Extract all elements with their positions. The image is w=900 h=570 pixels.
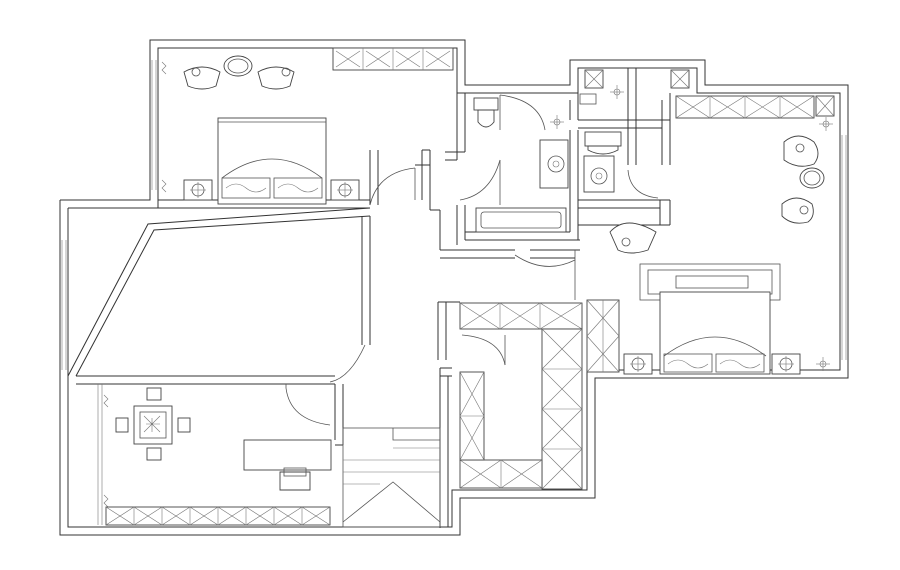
armchair-1 bbox=[183, 66, 221, 90]
toilet-tank-2 bbox=[584, 131, 622, 147]
washbasin bbox=[539, 139, 569, 189]
study-room bbox=[97, 384, 344, 526]
vanity-chair bbox=[609, 222, 657, 254]
desk-chair bbox=[279, 471, 311, 491]
walk-in-closet bbox=[459, 299, 620, 490]
double-bed bbox=[217, 117, 327, 205]
chair-w bbox=[115, 417, 129, 433]
toilet-2 bbox=[587, 145, 619, 155]
desk bbox=[243, 439, 332, 471]
toilet bbox=[477, 109, 495, 128]
armchair-3 bbox=[783, 135, 819, 167]
chair-e bbox=[177, 417, 191, 433]
chair-s bbox=[146, 447, 162, 461]
cabinet-top bbox=[459, 302, 583, 330]
armchair-4 bbox=[781, 197, 814, 224]
master-bedroom-north bbox=[151, 47, 454, 209]
utility-room bbox=[578, 68, 690, 226]
bathroom bbox=[445, 93, 580, 245]
washbasin-2 bbox=[583, 155, 615, 193]
staircase bbox=[342, 427, 441, 528]
bedroom-east bbox=[609, 95, 847, 375]
chair-n bbox=[146, 387, 162, 401]
double-bed-east bbox=[659, 291, 771, 375]
armchair-2 bbox=[257, 66, 295, 90]
toilet-tank bbox=[473, 97, 499, 111]
